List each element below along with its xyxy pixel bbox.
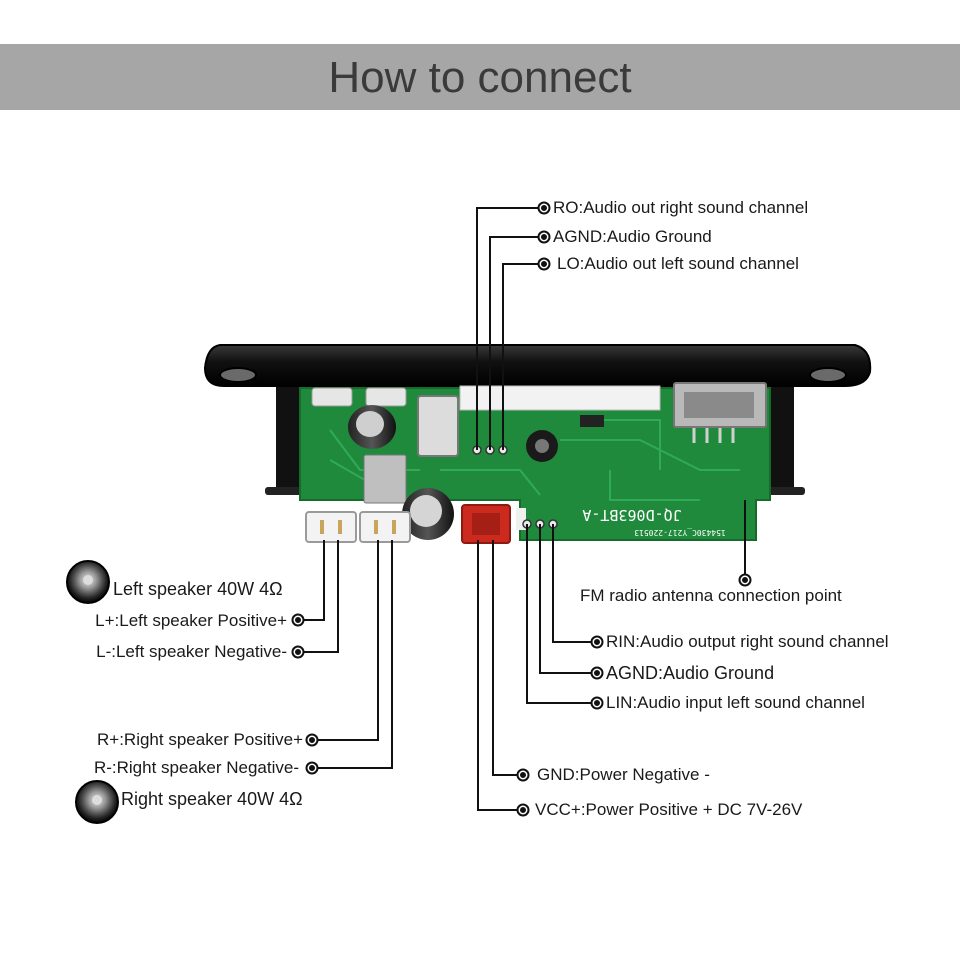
agnd-in-line — [539, 524, 593, 674]
capacitor-large — [402, 488, 454, 540]
board-model-silk: JQ-D063BT-A — [582, 506, 681, 524]
board-code-silk: 154430C_Y217-220513 — [634, 528, 726, 537]
lo-label: LO:Audio out left sound channel — [557, 254, 799, 273]
r-pos-label: R+:Right speaker Positive+ — [97, 730, 303, 749]
gnd-line — [492, 540, 518, 776]
rin-line — [552, 524, 593, 643]
power-connector — [461, 504, 511, 544]
title-banner — [0, 44, 960, 110]
agnd-out-line — [489, 236, 538, 450]
vcc-label: VCC+:Power Positive + DC 7V-26V — [535, 800, 803, 819]
speaker-icon — [75, 780, 119, 824]
leader-lines — [299, 207, 746, 811]
gnd-label: GND:Power Negative - — [537, 765, 710, 784]
target-marker-icon — [590, 635, 604, 649]
mount-hole-left — [219, 367, 257, 383]
left-speaker-label: Left speaker 40W 4Ω — [113, 579, 283, 599]
target-marker-icon — [738, 573, 752, 587]
target-marker-icon — [590, 666, 604, 680]
l-neg-line — [299, 540, 339, 653]
mp3-module: JQ-D063BT-A 154430C_Y217-220513 — [203, 344, 872, 544]
ro-label: RO:Audio out right sound channel — [553, 198, 809, 217]
right-speaker-terminal — [359, 511, 411, 543]
ro-line — [476, 207, 538, 450]
agnd-in-label: AGND:Audio Ground — [606, 663, 775, 683]
target-marker-icon — [537, 257, 551, 271]
fm-antenna-label: FM radio antenna connection point — [580, 586, 842, 605]
l-pos-line — [299, 540, 325, 621]
r-neg-line — [313, 540, 393, 769]
target-markers — [291, 201, 752, 817]
target-marker-icon — [305, 733, 319, 747]
page-title: How to connect — [328, 53, 632, 102]
left-speaker-terminal — [305, 511, 357, 543]
target-marker-icon — [305, 761, 319, 775]
right-bracket — [770, 380, 794, 495]
capacitor-small — [348, 405, 396, 449]
mount-hole-right — [809, 367, 847, 383]
right-speaker-label: Right speaker 40W 4Ω — [121, 789, 303, 809]
target-marker-icon — [590, 696, 604, 710]
left-bracket — [276, 380, 300, 495]
rin-label: RIN:Audio output right sound channel — [606, 632, 889, 651]
vcc-line — [477, 540, 518, 811]
target-marker-icon — [516, 768, 530, 782]
target-marker-icon — [516, 803, 530, 817]
r-neg-label: R-:Right speaker Negative- — [93, 758, 299, 777]
lin-line — [526, 524, 593, 704]
agnd-out-label: AGND:Audio Ground — [553, 227, 712, 246]
r-pos-line — [313, 540, 379, 741]
target-marker-icon — [291, 613, 305, 627]
usb-port — [673, 382, 767, 443]
target-marker-icon — [537, 230, 551, 244]
speaker-icon — [66, 560, 110, 604]
l-neg-label: L-:Left speaker Negative- — [96, 642, 287, 661]
target-marker-icon — [537, 201, 551, 215]
lo-line — [502, 263, 538, 450]
faceplate — [203, 344, 872, 387]
target-marker-icon — [291, 645, 305, 659]
l-pos-label: L+:Left speaker Positive+ — [95, 611, 287, 630]
lin-label: LIN:Audio input left sound channel — [606, 693, 865, 712]
